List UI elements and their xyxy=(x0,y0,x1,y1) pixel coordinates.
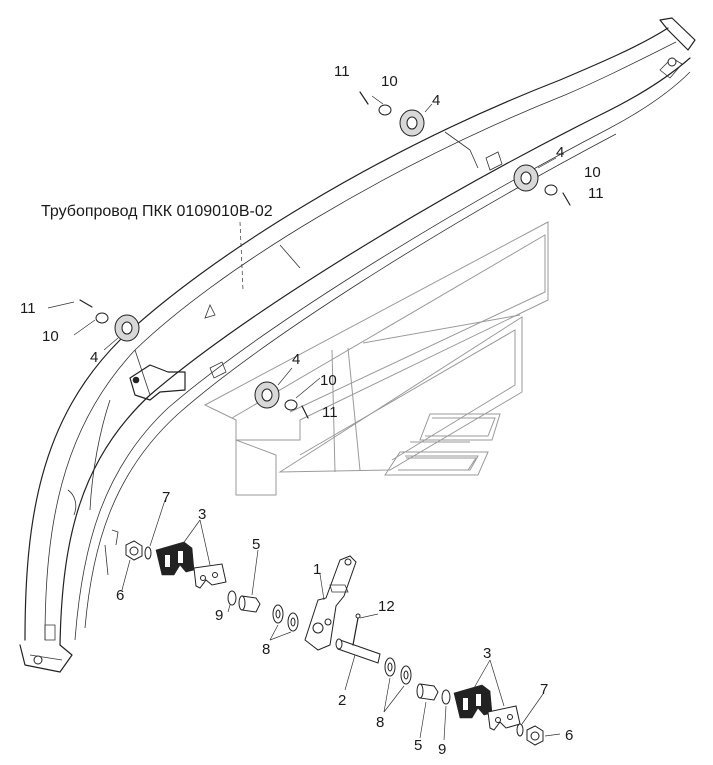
label-5-left: 5 xyxy=(252,536,260,553)
roller-group-middle xyxy=(254,367,321,419)
label-11-top: 11 xyxy=(334,63,350,80)
label-9-right: 9 xyxy=(438,741,446,758)
label-4-left: 4 xyxy=(90,349,98,366)
roller-group-right xyxy=(513,157,571,206)
label-6-right: 6 xyxy=(565,727,573,744)
caption-leader xyxy=(239,221,244,291)
label-7-right: 7 xyxy=(540,681,548,698)
watermark-logo xyxy=(203,221,549,496)
label-4-middle: 4 xyxy=(292,351,300,368)
roller-group-left xyxy=(47,299,140,351)
label-3-right: 3 xyxy=(483,645,491,662)
label-6-left: 6 xyxy=(116,587,124,604)
boom-beam xyxy=(19,17,696,673)
label-7-left: 7 xyxy=(162,489,170,506)
label-10-top: 10 xyxy=(381,73,398,90)
label-9-left: 9 xyxy=(215,607,223,624)
label-11-middle: 11 xyxy=(322,404,338,421)
label-3-left: 3 xyxy=(198,506,206,523)
label-10-middle: 10 xyxy=(320,372,337,389)
label-11-left: 11 xyxy=(20,300,36,317)
label-10-left: 10 xyxy=(42,328,59,345)
label-8-right: 8 xyxy=(376,714,384,731)
cylinder-rod-end xyxy=(304,555,381,691)
label-5-right: 5 xyxy=(414,737,422,754)
roller-group-top xyxy=(359,91,433,137)
lower-left-assembly xyxy=(121,499,299,641)
assembly-caption: Трубопровод ПКК 0109010В-02 xyxy=(41,203,273,220)
label-10-right: 10 xyxy=(584,164,601,181)
label-1: 1 xyxy=(313,561,321,578)
label-11-right: 11 xyxy=(588,185,604,202)
lower-right-assembly xyxy=(383,657,561,746)
label-4-top: 4 xyxy=(432,92,440,109)
label-4-right: 4 xyxy=(556,144,564,161)
position-labels: 11 10 4 4 10 11 11 10 4 4 10 11 7 3 6 5 … xyxy=(20,63,604,758)
label-2: 2 xyxy=(338,692,346,709)
label-12: 12 xyxy=(378,598,395,615)
label-8-left: 8 xyxy=(262,641,270,658)
